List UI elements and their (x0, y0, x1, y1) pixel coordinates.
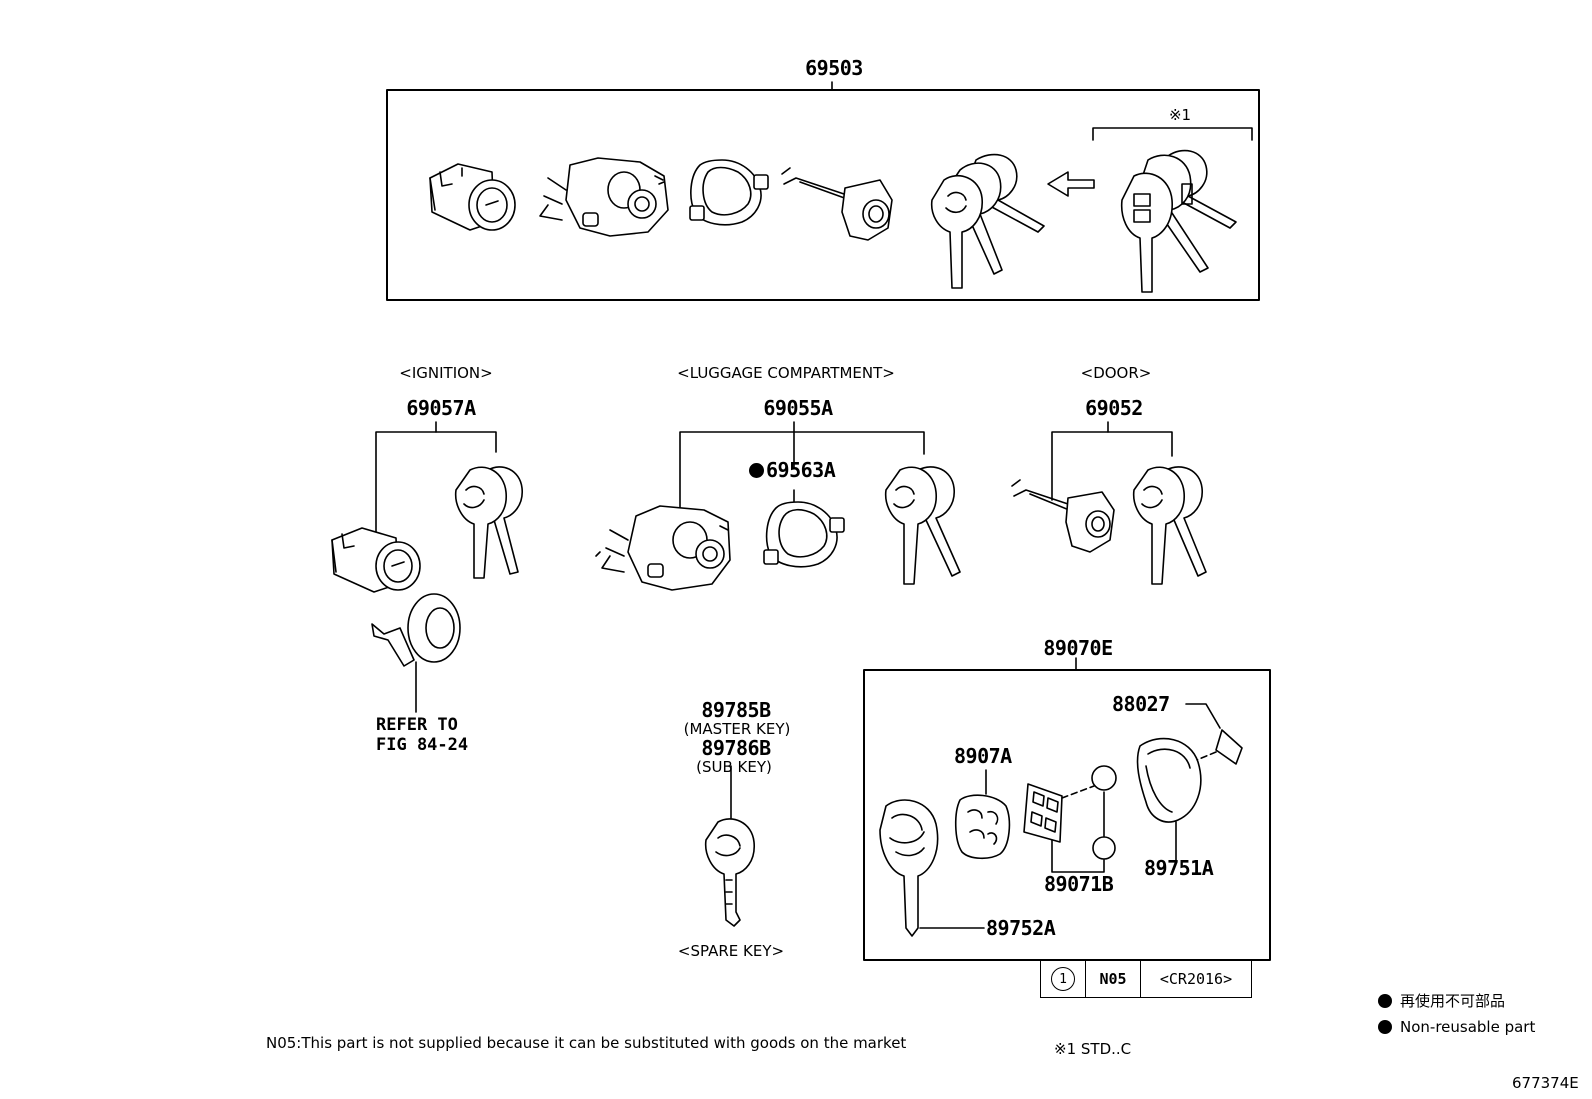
circuit-part-number: 89071B (1044, 872, 1114, 896)
refer-line-2: FIG 84-24 (376, 734, 469, 755)
assembly-part-number: 69503 (805, 56, 863, 80)
refer-line-1: REFER TO (376, 715, 458, 735)
battery-note-marker (1092, 836, 1116, 860)
legend-japanese: 再使用不可部品 (1378, 994, 1505, 1009)
door-part-number: 69052 (1085, 396, 1143, 420)
note-circle-number: 1 (1051, 967, 1075, 991)
footnote-n05: N05:This part is not supplied because it… (266, 1034, 907, 1052)
battery-icon (1091, 765, 1117, 791)
assembly-box (386, 89, 1260, 301)
luggage-heading: <LUGGAGE COMPARTMENT> (677, 364, 895, 382)
non-reusable-dot-icon (749, 463, 764, 478)
legend-dot-icon (1378, 994, 1392, 1008)
luggage-part-number: 69055A (763, 396, 833, 420)
label-sticker-icon (1215, 729, 1243, 765)
ignition-cylinder-icon-2 (331, 527, 421, 593)
door-lock-cylinder-icon (781, 167, 893, 241)
legend-japanese-text: 再使用不可部品 (1400, 992, 1506, 1010)
remote-key-set-icon (1120, 149, 1237, 293)
transmitter-part-number: 89070E (1043, 636, 1113, 660)
spare-key-icon (704, 818, 755, 927)
shell-part-number: 89752A (986, 916, 1056, 940)
note-table: 1 N05 <CR2016> (1040, 960, 1252, 998)
ignition-bezel-icon (371, 593, 461, 667)
master-key-part-number: 89785B (701, 698, 771, 722)
door-heading: <DOOR> (1080, 364, 1152, 382)
key-set-icon (930, 153, 1045, 289)
luggage-lock-icon (539, 157, 669, 237)
luggage-lock-icon-2 (595, 505, 731, 591)
spare-key-caption: <SPARE KEY> (677, 942, 785, 960)
legend-english: Non-reusable part (1378, 1020, 1535, 1035)
std-marker: ※1 (1168, 106, 1192, 124)
master-key-label: (MASTER KEY) (683, 720, 791, 738)
ignition-part-number: 69057A (406, 396, 476, 420)
figure-id: 677374E (1512, 1074, 1579, 1092)
legend-dot-icon-2 (1378, 1020, 1392, 1034)
luggage-keys-icon (884, 466, 961, 585)
key-shell-icon (879, 799, 939, 937)
luggage-gasket-icon (763, 501, 845, 568)
key-case-icon (1136, 737, 1202, 823)
std-note: ※1 STD..C (1054, 1040, 1132, 1058)
lock-gasket-icon (689, 159, 769, 226)
note-table-value: <CR2016> (1159, 970, 1233, 988)
note-table-code: N05 (1086, 961, 1141, 997)
button-pad-part-number: 8907A (954, 744, 1012, 768)
case-part-number: 89751A (1144, 856, 1214, 880)
button-pad-icon (954, 794, 1011, 860)
ignition-keys-icon (454, 466, 523, 579)
refer-to-label: REFER TO FIG 84-24 (376, 715, 469, 755)
ignition-heading: <IGNITION> (399, 364, 493, 382)
sub-key-part-number: 89786B (701, 736, 771, 760)
ignition-cylinder-icon (429, 163, 516, 231)
legend-english-text: Non-reusable part (1400, 1018, 1536, 1036)
door-lock-cylinder-icon-2 (1011, 479, 1115, 553)
sub-key-label: (SUB KEY) (696, 758, 772, 776)
label-part-number: 88027 (1112, 692, 1170, 716)
gasket-part-number: 69563A (749, 458, 836, 482)
door-keys-icon (1132, 466, 1207, 585)
replacement-arrow-icon (1047, 171, 1095, 197)
circuit-board-icon (1023, 783, 1063, 843)
note-table-circle-cell: 1 (1041, 961, 1086, 997)
gasket-part-number-text: 69563A (766, 458, 836, 482)
